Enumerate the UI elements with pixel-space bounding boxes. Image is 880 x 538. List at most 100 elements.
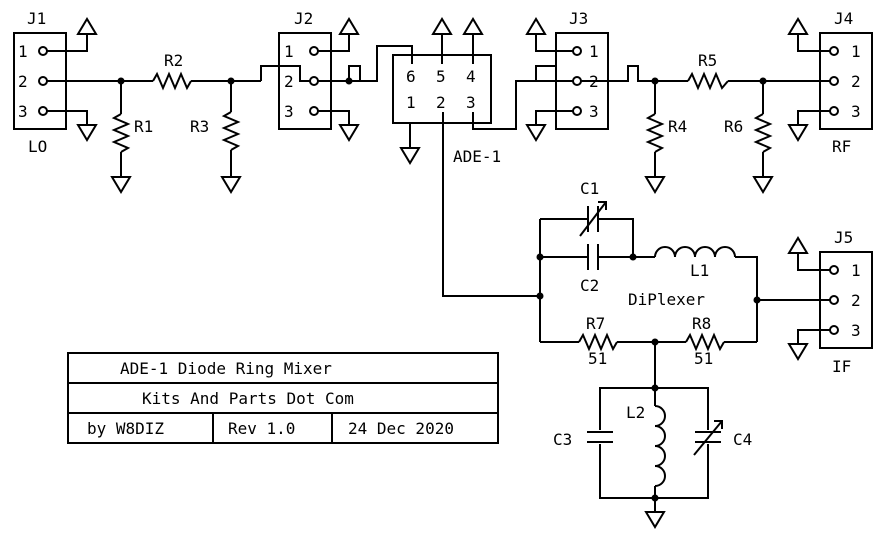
pin-circle bbox=[309, 106, 319, 116]
wire bbox=[797, 110, 830, 125]
pin-circle bbox=[829, 265, 839, 275]
pin-circle bbox=[309, 46, 319, 56]
resistor-r1 bbox=[111, 113, 131, 153]
wire bbox=[472, 80, 573, 130]
pin-circle bbox=[572, 46, 582, 56]
component-ref: R3 bbox=[190, 117, 209, 136]
connector-label: LO bbox=[28, 137, 47, 156]
ground-symbol bbox=[338, 17, 360, 35]
component-ref: R6 bbox=[724, 117, 743, 136]
mixer-pin: 3 bbox=[466, 93, 476, 112]
component-ref: R7 bbox=[586, 314, 605, 333]
resistor-r5 bbox=[687, 71, 729, 91]
connector-j5: J5 1 2 3 IF bbox=[819, 228, 873, 376]
pin-number: 2 bbox=[284, 72, 294, 91]
pin-circle bbox=[309, 76, 319, 86]
component-ref: C4 bbox=[733, 430, 752, 449]
wire bbox=[535, 110, 573, 125]
pin-number: 3 bbox=[284, 102, 294, 121]
connector-label: RF bbox=[832, 137, 851, 156]
component-value: 51 bbox=[588, 349, 607, 368]
pin-number: 2 bbox=[851, 72, 861, 91]
cap-gap bbox=[586, 430, 614, 444]
pin-number: 1 bbox=[851, 42, 861, 61]
ground-symbol bbox=[220, 176, 242, 194]
mixer-ade1: 6 5 4 1 2 3 ADE-1 bbox=[392, 54, 501, 166]
connector-label: IF bbox=[832, 357, 851, 376]
pin-number: 1 bbox=[284, 42, 294, 61]
resistor-r8 bbox=[685, 332, 725, 352]
pin-circle bbox=[572, 76, 582, 86]
mixer-ref: ADE-1 bbox=[453, 147, 501, 166]
ground-symbol bbox=[462, 17, 484, 35]
ground-symbol bbox=[787, 124, 809, 142]
pin-number: 2 bbox=[851, 291, 861, 310]
pin-circle bbox=[38, 106, 48, 116]
date-text: 24 Dec 2020 bbox=[348, 419, 454, 438]
ground-symbol bbox=[76, 124, 98, 142]
variable-arrow-head bbox=[714, 420, 723, 429]
ground-symbol bbox=[644, 176, 666, 194]
wire bbox=[581, 65, 688, 82]
wire bbox=[797, 253, 830, 271]
wire bbox=[360, 45, 413, 82]
ground-symbol bbox=[787, 343, 809, 361]
connector-ref: J5 bbox=[834, 228, 853, 247]
ground-symbol bbox=[431, 17, 453, 35]
wire bbox=[797, 329, 830, 344]
wire bbox=[318, 34, 350, 52]
pin-number: 3 bbox=[18, 102, 28, 121]
wire bbox=[797, 34, 830, 52]
inductor-l2 bbox=[654, 405, 666, 487]
junction-dot bbox=[651, 494, 659, 502]
pin-circle bbox=[38, 76, 48, 86]
component-ref: R1 bbox=[134, 117, 153, 136]
variable-arrow bbox=[693, 420, 723, 456]
pin-number: 3 bbox=[851, 321, 861, 340]
title-block: ADE-1 Diode Ring Mixer Kits And Parts Do… bbox=[67, 352, 499, 444]
mixer-pin: 2 bbox=[436, 93, 446, 112]
wire bbox=[598, 218, 634, 257]
component-ref: L2 bbox=[626, 403, 645, 422]
ground-symbol bbox=[787, 236, 809, 254]
pin-circle bbox=[38, 46, 48, 56]
variable-arrow-head bbox=[598, 201, 607, 210]
title-text: ADE-1 Diode Ring Mixer bbox=[120, 359, 332, 378]
component-ref: C2 bbox=[580, 276, 599, 295]
rf-wiring: R5 R4 R6 bbox=[525, 17, 830, 194]
pin-circle bbox=[829, 46, 839, 56]
ground-symbol bbox=[525, 124, 547, 142]
component-ref: L1 bbox=[690, 261, 709, 280]
pin-circle bbox=[829, 106, 839, 116]
ground-symbol bbox=[787, 17, 809, 35]
connector-ref: J1 bbox=[27, 9, 46, 28]
junction-dot bbox=[629, 253, 637, 261]
pin-number: 3 bbox=[851, 102, 861, 121]
connector-j1: J1 1 2 3 LO bbox=[13, 9, 67, 156]
junction-dot bbox=[536, 292, 544, 300]
wire bbox=[348, 65, 361, 81]
company-text: Kits And Parts Dot Com bbox=[142, 389, 354, 408]
j2-wiring bbox=[318, 17, 573, 297]
component-ref: R5 bbox=[698, 51, 717, 70]
wire bbox=[47, 34, 88, 52]
ground-symbol bbox=[338, 124, 360, 142]
junction-dot bbox=[753, 296, 761, 304]
mixer-pin: 5 bbox=[436, 67, 446, 86]
component-ref: C1 bbox=[580, 179, 599, 198]
wire bbox=[535, 34, 573, 52]
pin-circle bbox=[829, 295, 839, 305]
pin-number: 1 bbox=[589, 42, 599, 61]
pin-circle bbox=[829, 76, 839, 86]
resistor-r7 bbox=[578, 332, 618, 352]
component-ref: R8 bbox=[692, 314, 711, 333]
revision-text: Rev 1.0 bbox=[228, 419, 295, 438]
ground-symbol bbox=[525, 17, 547, 35]
diplexer: C1 C2 L1 DiPlexer R7 51 R8 51 bbox=[536, 179, 830, 529]
resistor-r3 bbox=[221, 111, 241, 151]
author-text: by W8DIZ bbox=[87, 419, 164, 438]
connector-ref: J2 bbox=[294, 9, 313, 28]
component-ref: R4 bbox=[668, 117, 687, 136]
connector-ref: J3 bbox=[569, 9, 588, 28]
